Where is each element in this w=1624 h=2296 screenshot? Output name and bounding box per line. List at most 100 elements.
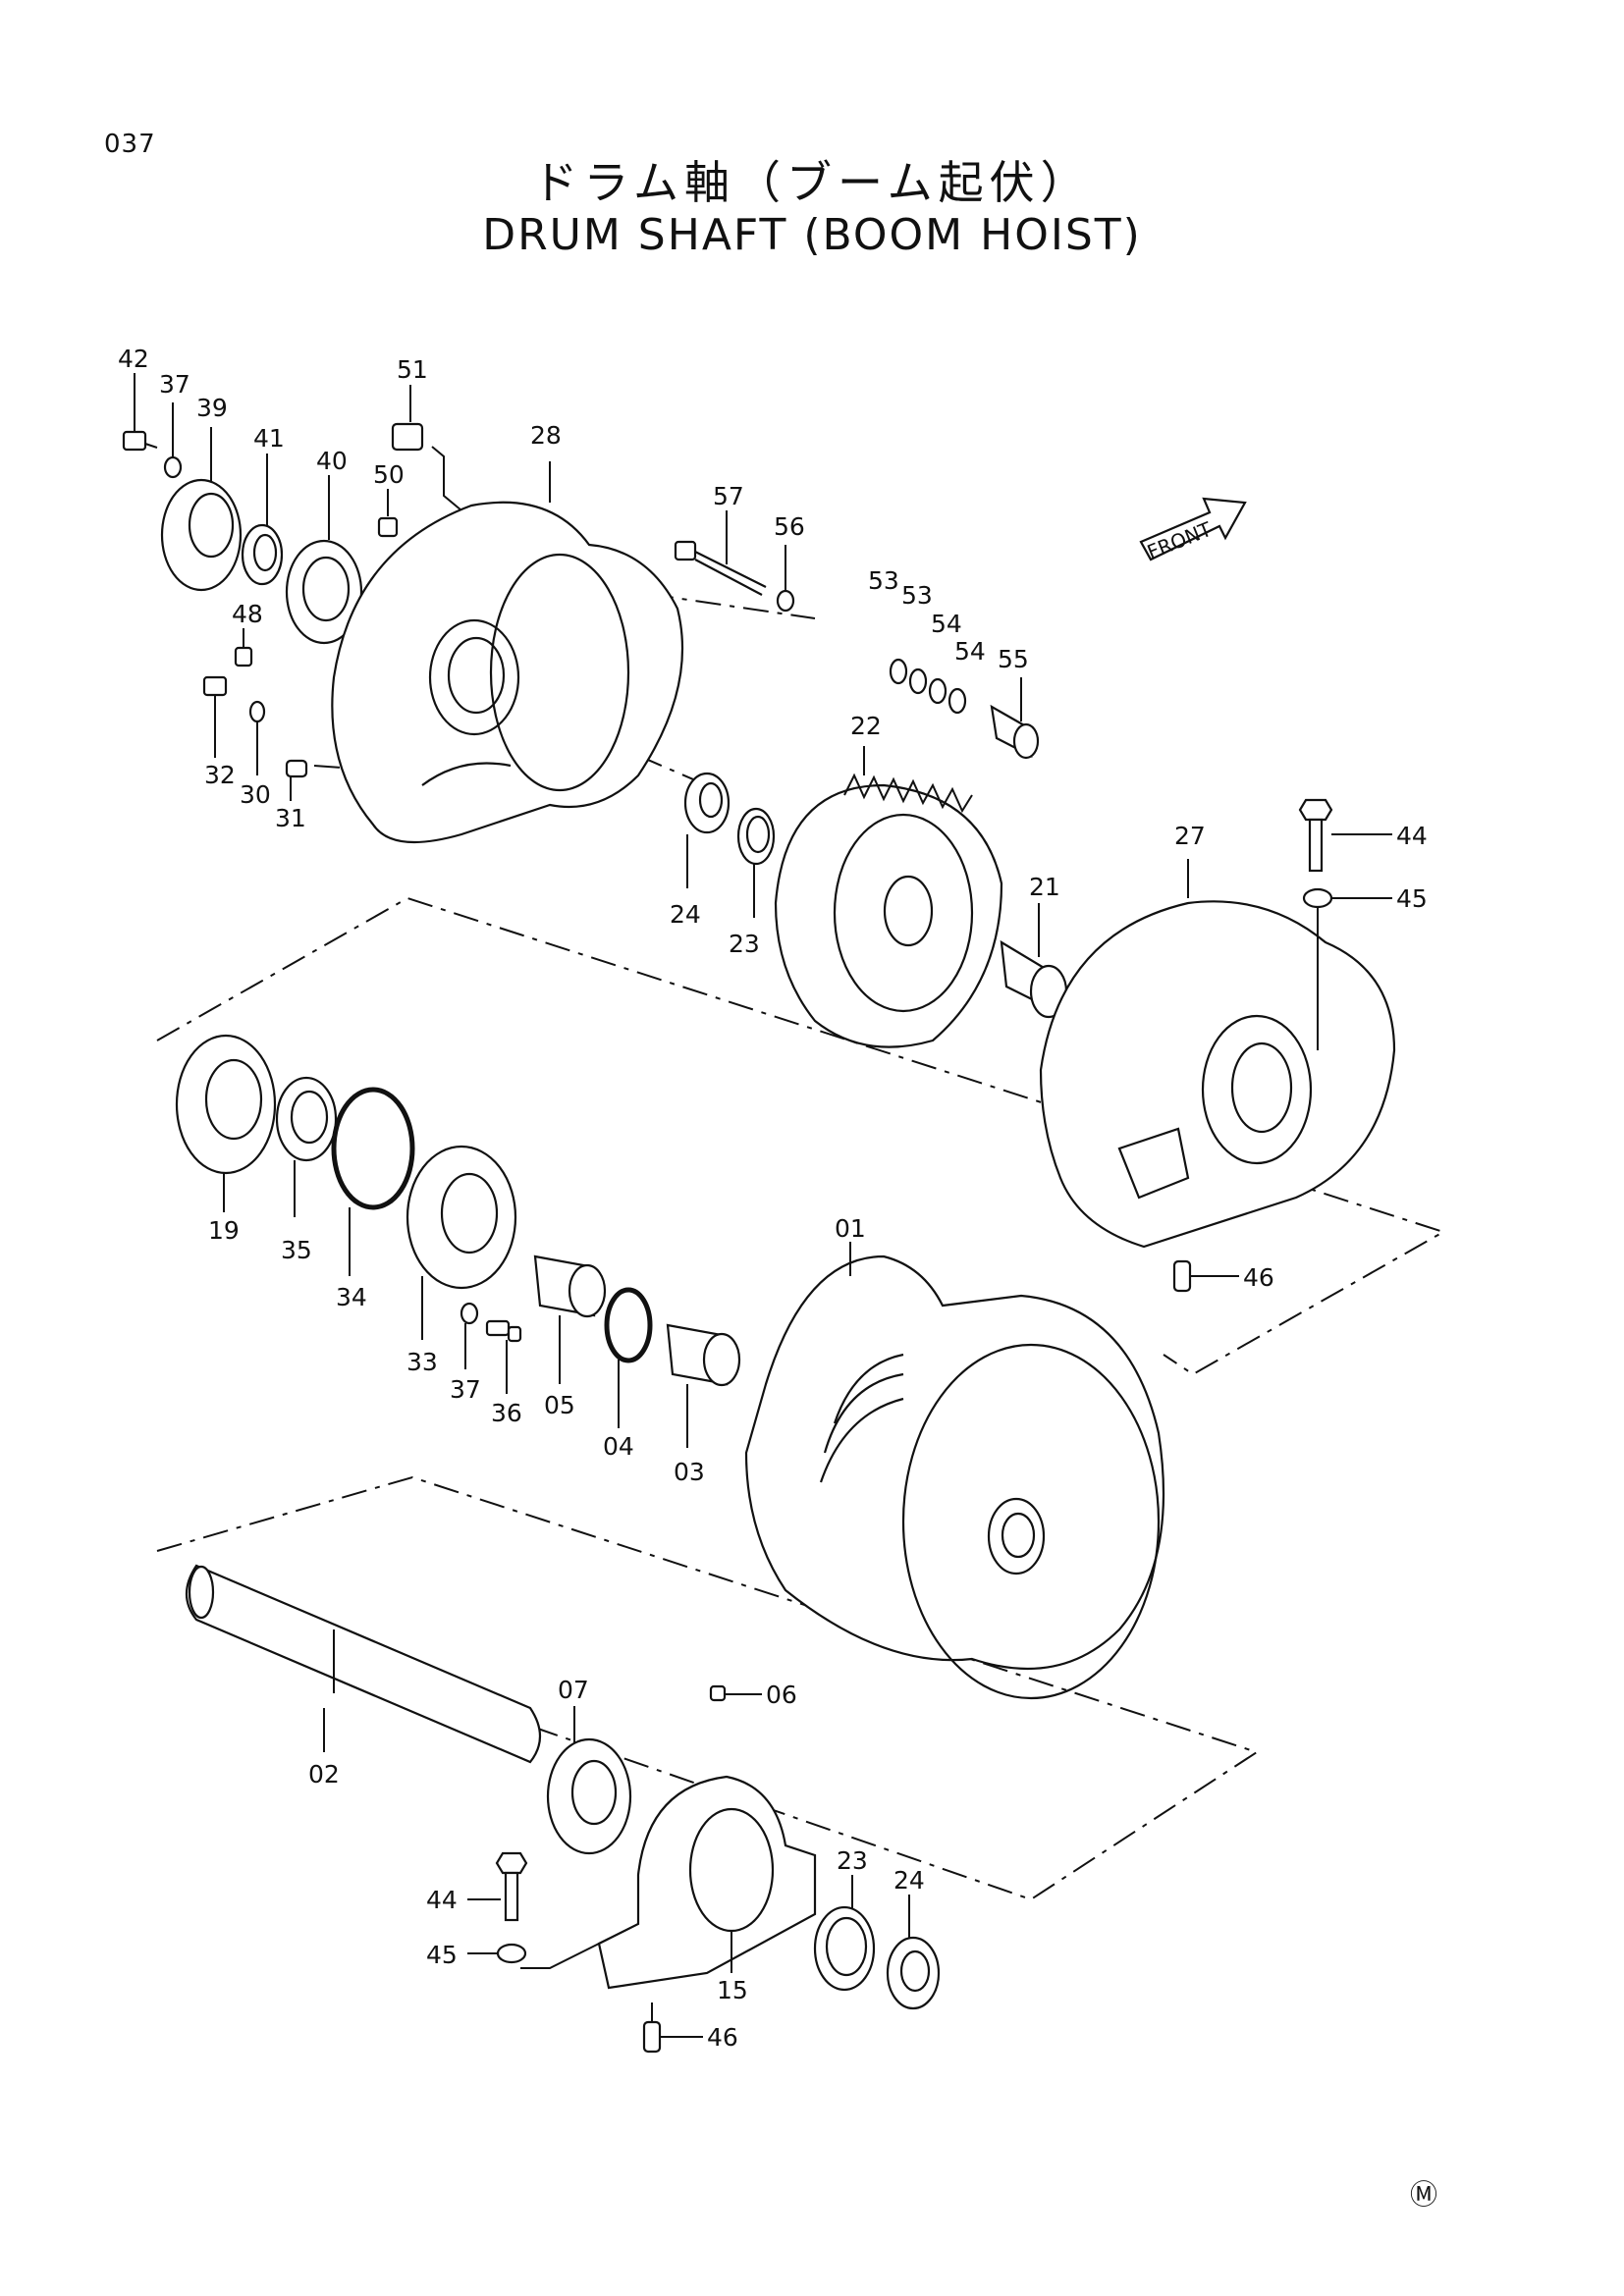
callout-19: 19 xyxy=(208,1216,240,1245)
callout-24-lower: 24 xyxy=(893,1866,925,1895)
callout-42: 42 xyxy=(118,345,149,373)
callout-45-lower: 45 xyxy=(426,1941,458,1969)
callout-32: 32 xyxy=(204,761,236,789)
bolt-57 xyxy=(674,510,767,596)
oring-34 xyxy=(331,1087,415,1276)
seal-35 xyxy=(275,1076,338,1217)
callout-03: 03 xyxy=(674,1458,705,1486)
callout-44-upper: 44 xyxy=(1396,822,1428,850)
callout-15: 15 xyxy=(717,1976,748,2004)
flange-39 xyxy=(160,427,243,592)
callout-56: 56 xyxy=(774,512,805,541)
oring-04 xyxy=(604,1287,653,1428)
frame-lower xyxy=(156,1475,1260,1901)
ring-23-upper xyxy=(736,807,776,918)
callout-28: 28 xyxy=(530,421,562,450)
callout-21: 21 xyxy=(1029,873,1060,901)
screw-06 xyxy=(709,1684,762,1702)
front-arrow-icon: FRONT xyxy=(1139,497,1247,564)
callout-02: 02 xyxy=(308,1760,340,1789)
callout-01: 01 xyxy=(835,1214,866,1243)
callout-31: 31 xyxy=(275,804,306,832)
callout-46-upper: 46 xyxy=(1243,1263,1274,1292)
title-english: DRUM SHAFT (BOOM HOIST) xyxy=(482,210,1142,260)
collar-05 xyxy=(533,1255,607,1384)
bushing-21 xyxy=(1000,903,1068,1019)
corner-mark: Ⓜ xyxy=(1410,2178,1438,2211)
gear-22 xyxy=(774,746,1003,1048)
shaft-02 xyxy=(185,1564,542,1764)
pin-46-lower xyxy=(642,2002,703,2054)
callout-40: 40 xyxy=(316,447,348,475)
callout-35: 35 xyxy=(281,1236,312,1264)
callout-54a: 54 xyxy=(931,610,962,638)
nut-24-upper xyxy=(683,772,731,888)
callout-39: 39 xyxy=(196,394,228,422)
callout-57: 57 xyxy=(713,482,744,510)
ring-23-lower xyxy=(813,1875,876,1992)
callout-36: 36 xyxy=(491,1399,522,1427)
washer-37-upper xyxy=(163,402,183,479)
bearing-19 xyxy=(175,1034,277,1212)
callout-45-upper: 45 xyxy=(1396,884,1428,913)
shim-54b xyxy=(947,687,967,715)
sleeve-55 xyxy=(990,677,1040,760)
callout-27: 27 xyxy=(1174,822,1206,850)
bolt-44-lower xyxy=(467,1851,528,1922)
callout-04: 04 xyxy=(603,1432,634,1461)
callout-41: 41 xyxy=(253,424,285,453)
cover-28 xyxy=(331,461,683,844)
callout-34: 34 xyxy=(336,1283,367,1311)
seal-41 xyxy=(241,454,284,586)
bracket-15 xyxy=(597,1775,817,1990)
plug-50 xyxy=(377,489,399,538)
callout-37-lower: 37 xyxy=(450,1375,481,1404)
callout-33: 33 xyxy=(406,1348,438,1376)
washer-56 xyxy=(776,545,795,613)
pin-31 xyxy=(285,759,308,801)
bracket-27 xyxy=(1039,859,1396,1249)
page-number: 037 xyxy=(104,130,156,159)
shim-53a xyxy=(889,658,908,685)
shim-54a xyxy=(928,677,947,705)
callout-30: 30 xyxy=(240,780,271,809)
title-japanese: ドラム軸（ブーム起伏） xyxy=(532,156,1092,209)
callout-53a: 53 xyxy=(868,566,899,595)
front-label: FRONT xyxy=(1144,516,1216,563)
bolt-44-upper xyxy=(1298,798,1392,873)
pin-46-upper xyxy=(1172,1259,1239,1293)
callout-05: 05 xyxy=(544,1391,575,1419)
callout-50: 50 xyxy=(373,460,405,489)
gasket-40 xyxy=(285,475,363,645)
bolt-32 xyxy=(202,675,228,758)
callout-37-upper: 37 xyxy=(159,370,190,399)
callout-22: 22 xyxy=(850,712,882,740)
washer-45-lower xyxy=(467,1938,610,1969)
callout-23-upper: 23 xyxy=(729,930,760,958)
nut-24-lower xyxy=(886,1895,941,2010)
callout-23-lower: 23 xyxy=(837,1846,868,1875)
callout-07: 07 xyxy=(558,1676,589,1704)
flange-33 xyxy=(406,1145,517,1340)
callout-54b: 54 xyxy=(954,637,986,666)
plug-51 xyxy=(391,385,462,511)
bearing-07 xyxy=(546,1706,632,1855)
collar-03 xyxy=(666,1323,741,1448)
washer-30 xyxy=(248,700,266,775)
callout-48: 48 xyxy=(232,600,263,628)
washer-45-upper xyxy=(1302,887,1392,1050)
callout-51: 51 xyxy=(397,355,428,384)
bolt-42 xyxy=(122,373,158,452)
callout-06: 06 xyxy=(766,1681,797,1709)
washer-37-lower xyxy=(460,1302,479,1369)
callout-46-lower: 46 xyxy=(707,2023,738,2052)
axis-top-bolt xyxy=(647,593,816,619)
callout-55: 55 xyxy=(998,645,1029,673)
bolt-36 xyxy=(485,1319,522,1394)
drum-01 xyxy=(744,1242,1165,1700)
callout-53b: 53 xyxy=(901,581,933,610)
callout-24-upper: 24 xyxy=(670,900,701,929)
callout-44-lower: 44 xyxy=(426,1886,458,1914)
shim-53b xyxy=(908,667,928,695)
